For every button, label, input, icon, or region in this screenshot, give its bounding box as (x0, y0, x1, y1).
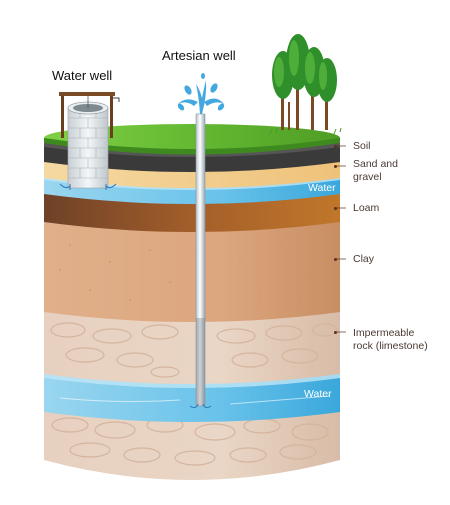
clay-label: Clay (353, 253, 375, 265)
clay-layer (44, 220, 340, 322)
upper-water-layer (44, 176, 340, 204)
water-well (59, 92, 120, 190)
upper-water-label: Water (308, 182, 336, 194)
lower-water-layer (44, 372, 340, 422)
sand-gravel-label-line1: Sand and (353, 158, 398, 170)
rock-label-line1: Impermeable (353, 327, 415, 339)
sand-gravel-label-line2: gravel (353, 171, 382, 183)
water-well-title: Water well (52, 68, 113, 83)
artesian-well-title: Artesian well (162, 48, 236, 63)
grass-surface (44, 124, 340, 155)
clay-marker-dot (334, 258, 337, 261)
loam-layer (44, 192, 340, 232)
soil-marker-dot (334, 145, 337, 148)
label-leader-lines (336, 145, 346, 333)
loam-label: Loam (353, 202, 380, 214)
impermeable-rock-layer (44, 310, 340, 384)
trees (269, 34, 342, 135)
rock-label-line2: rock (limestone) (353, 340, 428, 352)
loam-marker-dot (334, 207, 337, 210)
sand-gravel-layer (44, 160, 340, 188)
rock-marker-dot (334, 331, 337, 334)
sand-marker-dot (334, 165, 337, 168)
soil-label: Soil (353, 140, 371, 152)
lower-water-label: Water (304, 388, 332, 400)
artesian-fountain (177, 73, 225, 114)
